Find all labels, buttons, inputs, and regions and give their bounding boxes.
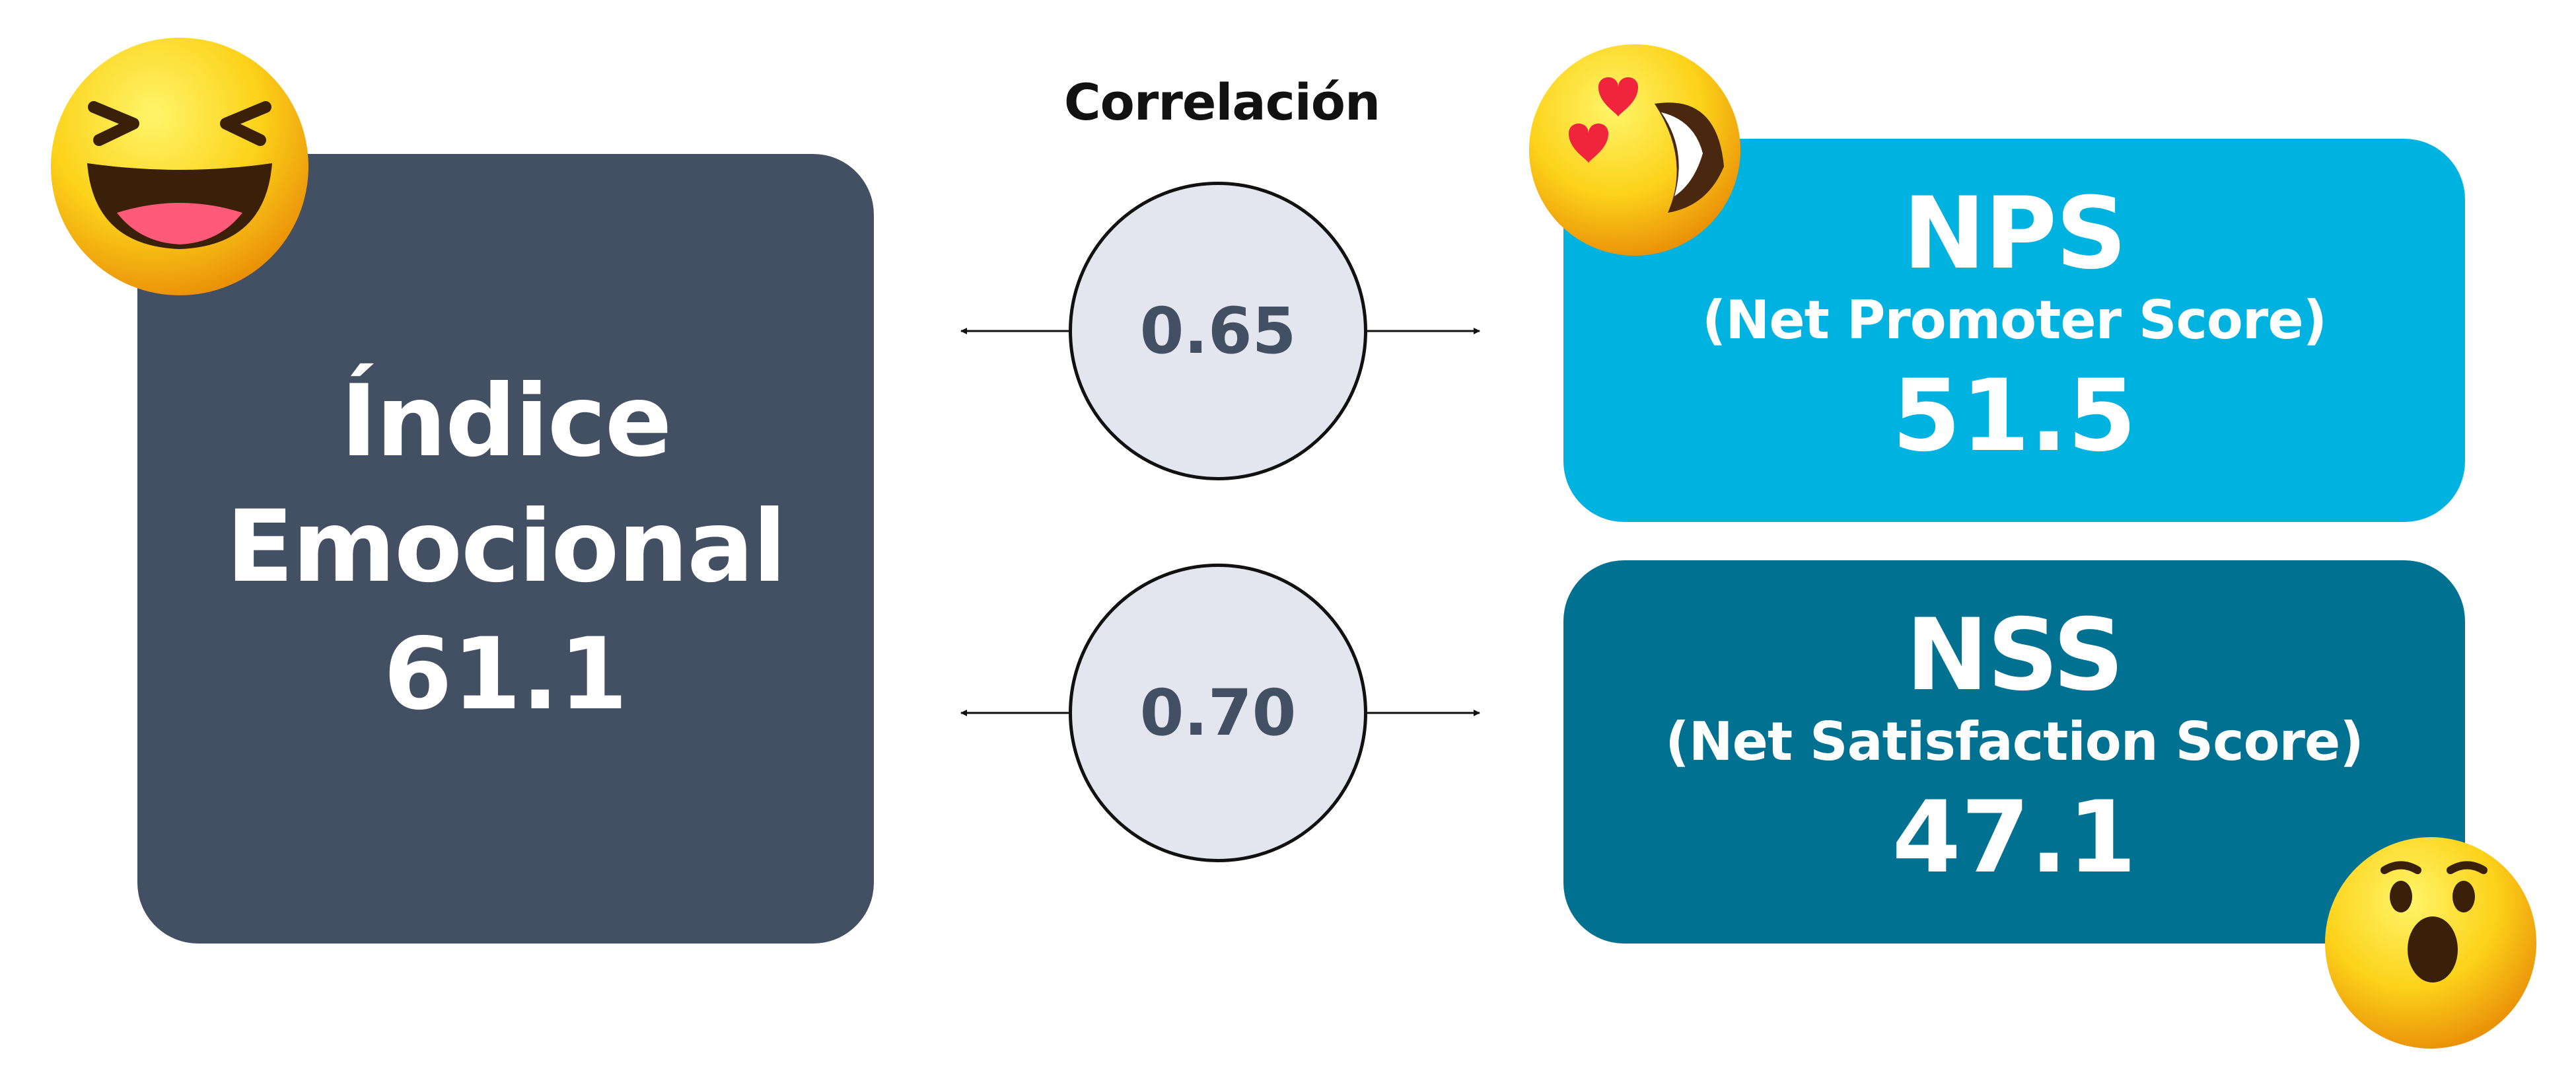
correlation-title: Correlación <box>1063 73 1380 131</box>
surprised-emoji-icon <box>2325 837 2536 1049</box>
nss-value: 47.1 <box>1892 780 2137 895</box>
correlation-circle-nss: 0.70 <box>1069 564 1367 862</box>
emotional-index-value: 61.1 <box>383 616 628 732</box>
correlation-circle-nps: 0.65 <box>1069 182 1367 480</box>
nps-abbr: NPS <box>1902 176 2128 291</box>
emotional-index-label-line1: Índice <box>340 363 672 479</box>
nss-full-name: (Net Satisfaction Score) <box>1665 711 2364 772</box>
heart-eyes-emoji-icon <box>1529 44 1740 256</box>
emotional-index-box: Índice Emocional 61.1 <box>137 154 874 944</box>
nss-box: NSS (Net Satisfaction Score) 47.1 <box>1563 560 2465 944</box>
nss-abbr: NSS <box>1906 597 2124 713</box>
emotional-index-label-line2: Emocional <box>226 490 787 605</box>
nps-box: NPS (Net Promoter Score) 51.5 <box>1563 139 2465 522</box>
laughing-emoji-icon <box>51 38 308 295</box>
nps-value: 51.5 <box>1892 359 2137 474</box>
nps-full-name: (Net Promoter Score) <box>1701 289 2327 351</box>
